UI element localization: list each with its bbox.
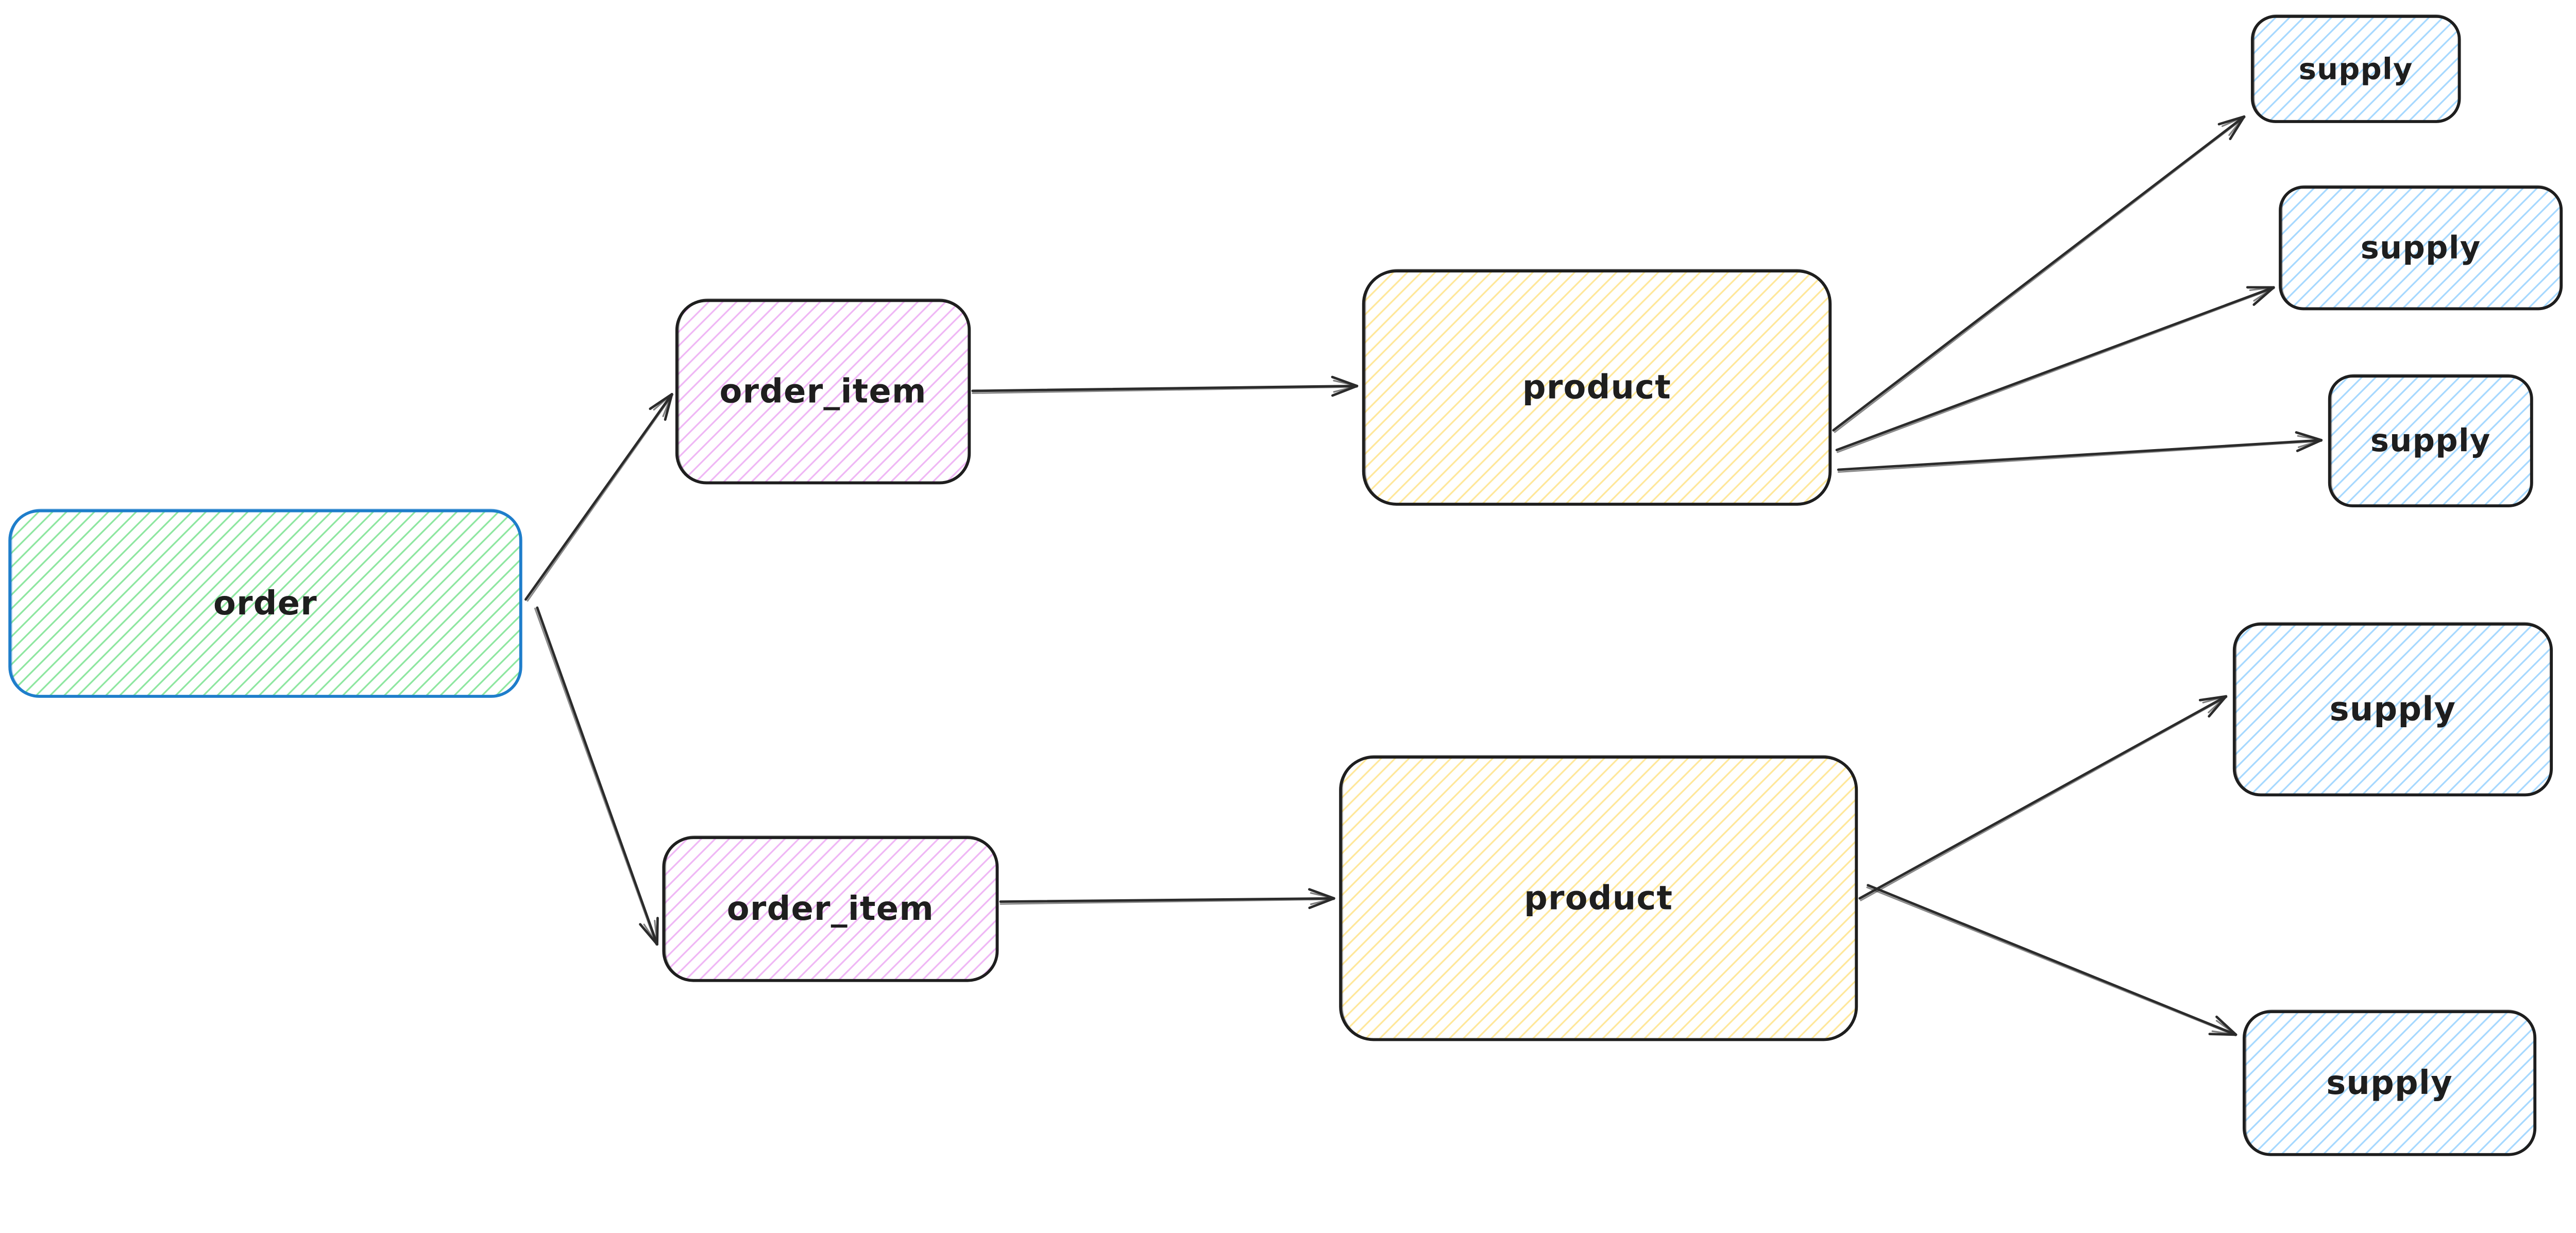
node-shape: [2250, 15, 2461, 123]
node-shape: [675, 299, 971, 485]
node-shape: [2242, 1010, 2537, 1156]
node-shape-echo: [677, 298, 970, 484]
node-supply_3[interactable]: supply: [2328, 374, 2533, 508]
node-shape: [8, 509, 522, 698]
node-label-supply_4: supply: [2330, 691, 2456, 729]
node-label-order_item_2: order_item: [727, 890, 934, 928]
node-order[interactable]: order: [8, 508, 522, 698]
node-label-product_2: product: [1524, 879, 1673, 917]
node-product_2[interactable]: product: [1339, 755, 1858, 1041]
node-label-supply_2: supply: [2361, 230, 2481, 266]
node-label-order_item_1: order_item: [719, 373, 926, 411]
node-shape: [2328, 374, 2533, 508]
node-shape: [1339, 756, 1858, 1041]
node-shape: [662, 836, 999, 982]
node-label-order: order: [213, 585, 317, 623]
node-shape-echo: [664, 835, 997, 982]
arrow-product_2-to-supply_5[interactable]: [1866, 884, 2238, 1037]
arrow-order-to-order_item_1[interactable]: [524, 392, 674, 602]
arrow-product_1-to-supply_2[interactable]: [1835, 286, 2275, 453]
node-shape-echo: [2245, 1009, 2535, 1156]
arrow-product_1-to-supply_3[interactable]: [1837, 431, 2323, 473]
node-shape-echo: [2330, 374, 2532, 507]
node-order_item_2[interactable]: order_item: [662, 835, 999, 982]
arrow-order_item_1-to-product_1[interactable]: [971, 375, 1359, 397]
node-label-product_1: product: [1522, 369, 1671, 407]
node-product_1[interactable]: product: [1362, 269, 1832, 506]
node-label-supply_3: supply: [2370, 423, 2491, 459]
node-shape-echo: [10, 508, 521, 698]
node-supply_4[interactable]: supply: [2232, 622, 2553, 797]
node-order_item_1[interactable]: order_item: [675, 298, 971, 485]
nodes-layer: orderorder_itemorder_itemproductproducts…: [8, 14, 2563, 1156]
node-shape-echo: [2253, 14, 2460, 123]
node-shape: [2232, 622, 2553, 797]
node-shape-echo: [2235, 622, 2552, 796]
arrow-order_item_2-to-product_2[interactable]: [999, 888, 1335, 910]
node-shape-echo: [1364, 269, 1831, 506]
arrow-product_1-to-supply_1[interactable]: [1832, 115, 2246, 433]
node-shape: [2279, 185, 2563, 311]
arrow-order-to-order_item_2[interactable]: [534, 606, 659, 946]
node-supply_5[interactable]: supply: [2242, 1009, 2537, 1156]
node-shape-echo: [1341, 755, 1857, 1041]
arrow-product_2-to-supply_4[interactable]: [1858, 695, 2228, 901]
node-label-supply_5: supply: [2326, 1064, 2453, 1102]
node-supply_2[interactable]: supply: [2279, 185, 2563, 311]
node-shape-echo: [2281, 185, 2562, 310]
edges-layer: [524, 115, 2323, 1037]
node-supply_1[interactable]: supply: [2250, 14, 2461, 123]
node-label-supply_1: supply: [2299, 52, 2413, 86]
node-shape: [1362, 269, 1832, 506]
diagram-canvas[interactable]: orderorder_itemorder_itemproductproducts…: [0, 0, 2576, 1176]
